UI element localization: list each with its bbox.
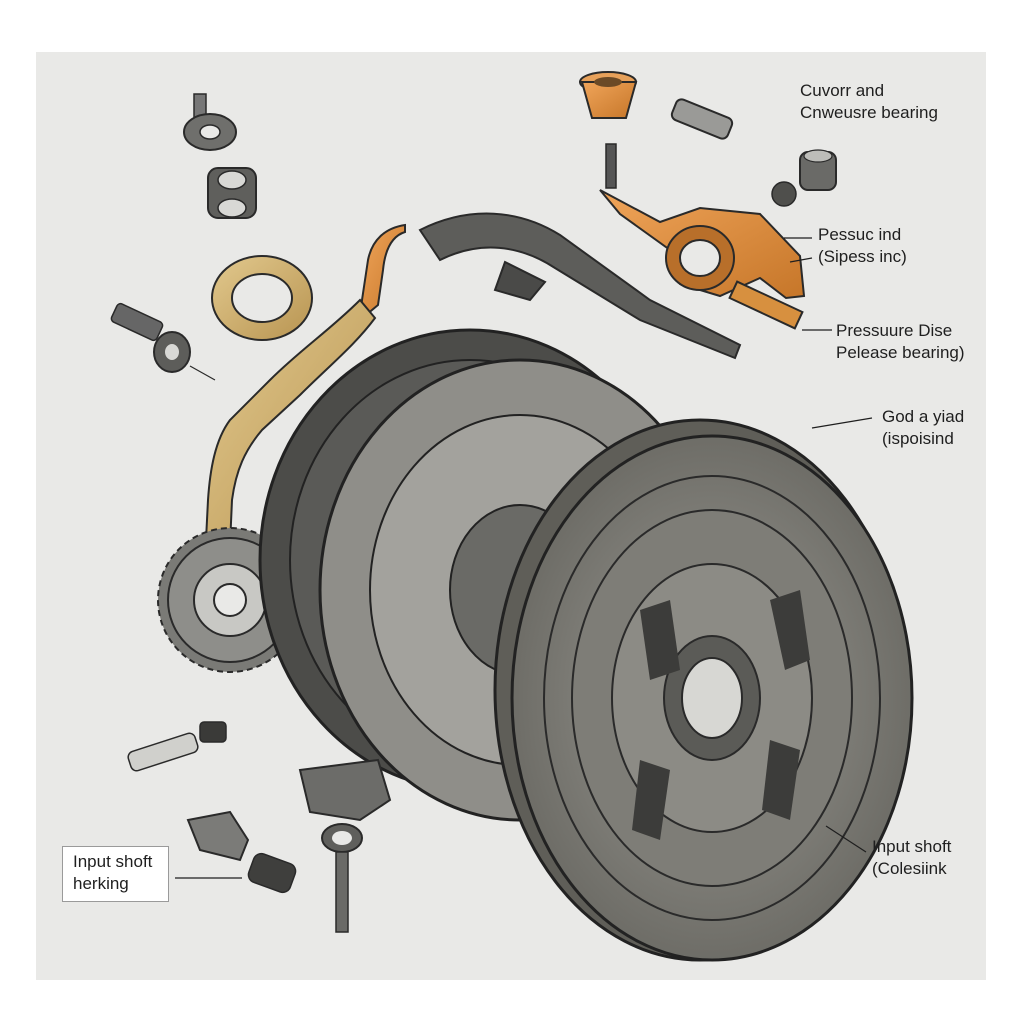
label-god-line1: God a yiad [882, 407, 965, 426]
small-hardware-parts [110, 93, 257, 381]
leader-lines [175, 237, 873, 879]
label-input-left-line1: Input shoft [73, 852, 153, 871]
label-release-line2: Pelease bearing) [836, 343, 965, 362]
label-pressure-ind: Pessuc ind (Sipess inc) [818, 224, 907, 268]
label-god-line2: (ispoisind [882, 429, 954, 448]
label-input-right-line2: (Colesiink [872, 859, 947, 878]
label-cover-line2: Cnweusre bearing [800, 103, 938, 122]
label-release-line1: Pressuure Dise [836, 321, 953, 340]
label-input-shaft-left: Input shoft herking [62, 846, 170, 902]
label-input-left-line2: herking [73, 874, 129, 893]
release-bearing-orange [599, 189, 806, 330]
label-input-right-line1: Input shoft [872, 837, 952, 856]
label-god-yiad: God a yiad (ispoisind [882, 406, 964, 450]
label-pressure-ind-line1: Pessuc ind [818, 225, 902, 244]
lower-hardware [127, 721, 392, 933]
label-pressure-ind-line2: (Sipess inc) [818, 247, 907, 266]
pilot-bearing-ring [211, 255, 313, 341]
clutch-disc [493, 418, 914, 962]
label-input-shaft-right: Input shoft (Colesiink [872, 836, 951, 880]
label-cover-bearing: Cuvorr and Cnweusre bearing [800, 80, 938, 124]
label-release-bearing: Pressuure Dise Pelease bearing) [836, 320, 965, 364]
cover-bearing-parts [579, 71, 837, 207]
label-cover-line1: Cuvorr and [800, 81, 885, 100]
